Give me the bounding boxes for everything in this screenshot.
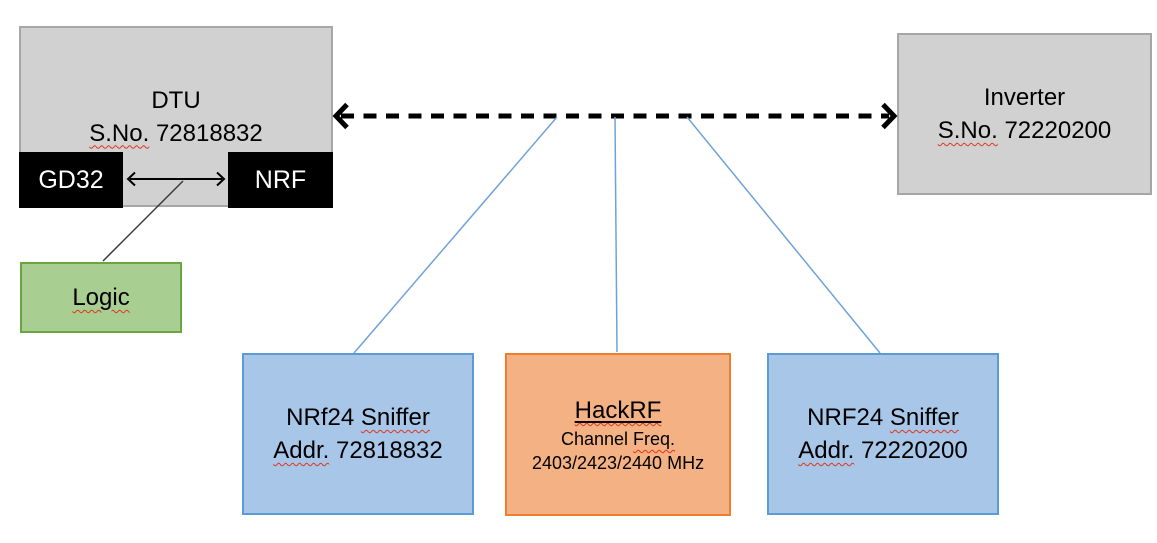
- inverter-serial-number: 72220200: [1004, 117, 1112, 144]
- logic-label: Logic: [72, 284, 130, 311]
- nrf-box: NRF: [228, 152, 333, 208]
- inverter-title: Inverter: [983, 84, 1066, 111]
- sniffer1-addr-number: 72818832: [335, 437, 443, 464]
- dashed-arrowhead-right-icon: [881, 102, 898, 130]
- sniffer2-title: NRF24 Sniffer: [807, 404, 959, 431]
- sniffer2-tap-line: [686, 116, 881, 354]
- hackrf-title: HackRF: [574, 397, 662, 424]
- gd32-box: GD32: [19, 152, 123, 208]
- dtu-title: DTU: [151, 86, 201, 114]
- inverter-box: Inverter S.No. 72220200: [897, 33, 1152, 195]
- sniffer1-addr-line: Addr. 72818832: [273, 434, 443, 467]
- dashed-arrowhead-left-icon: [332, 102, 349, 130]
- nrf-label: NRF: [254, 166, 307, 194]
- inverter-serial-line: S.No. 72220200: [938, 114, 1111, 147]
- dtu-serial-label: S.No.: [89, 119, 150, 147]
- sniffer2-addr-number: 72220200: [860, 437, 968, 464]
- sniffer2-box: NRF24 Sniffer Addr. 72220200: [767, 353, 999, 515]
- sniffer2-addr-label: Addr.: [798, 437, 855, 464]
- dtu-serial-line: S.No. 72818832: [89, 117, 262, 150]
- logic-box: Logic: [20, 262, 182, 333]
- dtu-serial-number: 72818832: [155, 119, 263, 147]
- sniffer1-addr-label: Addr.: [273, 437, 330, 464]
- gd32-label: GD32: [38, 166, 104, 194]
- hackrf-tap-line: [614, 116, 618, 353]
- hackrf-box: HackRF Channel Freq. 2403/2423/2440 MHz: [505, 353, 731, 516]
- hackrf-channel-line: Channel Freq.: [560, 429, 676, 449]
- sniffer1-box: NRf24 Sniffer Addr. 72818832: [242, 353, 474, 515]
- hackrf-frequencies: 2403/2423/2440 MHz: [531, 453, 705, 473]
- sniffer1-title: NRf24 Sniffer: [286, 404, 430, 431]
- inverter-serial-label: S.No.: [937, 117, 998, 144]
- sniffer2-addr-line: Addr. 72220200: [798, 434, 968, 467]
- sniffer1-tap-line: [353, 116, 558, 354]
